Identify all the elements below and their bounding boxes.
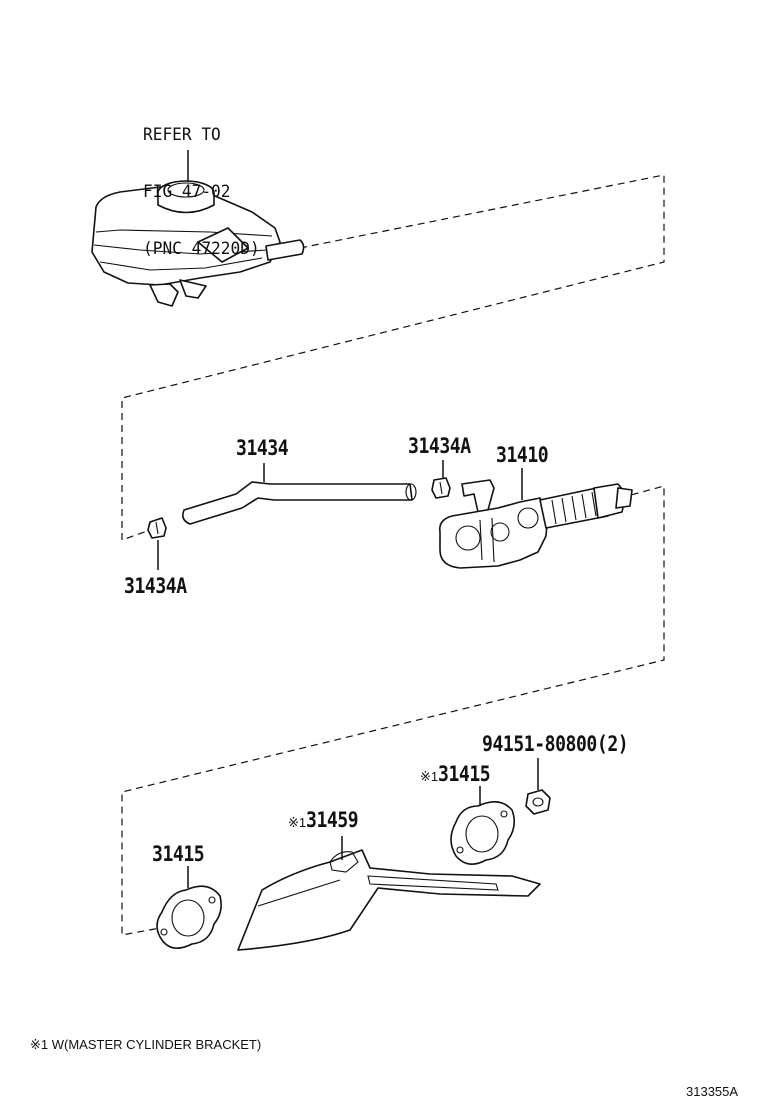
reservoir-tank [91,150,305,307]
reference-note: REFER TO FIG 47-02 (PNC 47220D) [143,88,260,278]
callout-31459-number: 31459 [306,808,359,832]
illustration-note-mark: ※1 [420,769,439,784]
clip-31434a-left [147,517,167,570]
illustration-id: 313355A [686,1084,739,1099]
reference-line-1: REFER TO [143,125,221,145]
reference-line-2: FIG 47-02 [143,182,231,202]
callout-31434: 31434 [236,436,289,460]
reference-line-3: (PNC 47220D) [143,239,260,259]
gasket-31415-left [156,866,222,949]
illustration-note-mark: ※1 [288,815,307,830]
bracket-31459 [237,836,541,951]
callout-31434a-left: 31434A [124,574,187,598]
nut-94151-80800 [525,758,551,815]
callout-31434a-right: 31434A [408,434,471,458]
gasket-31415-right [450,786,516,865]
footnote: ※1 W(MASTER CYLINDER BRACKET) [30,1037,262,1052]
master-cylinder-31410 [438,468,633,569]
hose-31434 [182,463,417,525]
callout-31459: ※131459 [288,808,367,832]
callout-94151-80800: 94151-80800(2) [482,732,629,756]
callout-31415-right: ※131415 [420,762,499,786]
clip-31434a-right [431,460,451,499]
callout-31415-left: 31415 [152,842,205,866]
assembly-frame-dashed-lines [121,174,665,936]
callout-31410: 31410 [496,443,549,467]
callout-31415-right-number: 31415 [438,762,491,786]
